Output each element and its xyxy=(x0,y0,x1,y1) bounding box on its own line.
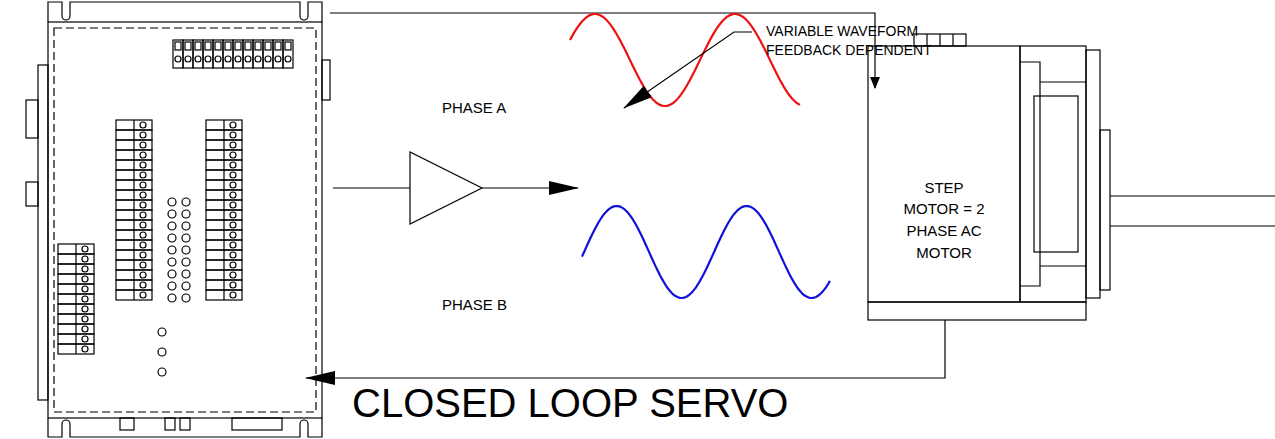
signal-arrow xyxy=(482,187,578,188)
phase-a-wave xyxy=(570,14,800,106)
signal-line xyxy=(333,187,410,188)
callout-note: VARIABLE WAVEFORM FEEDBACK DEPENDENT xyxy=(766,22,981,60)
node-text: STEP MOTOR = 2 PHASE AC MOTOR xyxy=(896,177,992,264)
step-motor xyxy=(868,34,1275,320)
feedback-line xyxy=(306,320,945,378)
servo-drive xyxy=(26,2,330,437)
amplifier-symbol xyxy=(410,152,482,224)
phase-label: PHASE A xyxy=(442,99,506,117)
caption: CLOSED LOOP SERVO xyxy=(352,383,788,423)
motor-body-label: STEP MOTOR = 2 PHASE AC MOTOR xyxy=(880,150,1008,290)
phase-b-wave xyxy=(582,206,830,298)
phase-label: PHASE B xyxy=(442,296,507,314)
leader-line xyxy=(624,32,752,108)
